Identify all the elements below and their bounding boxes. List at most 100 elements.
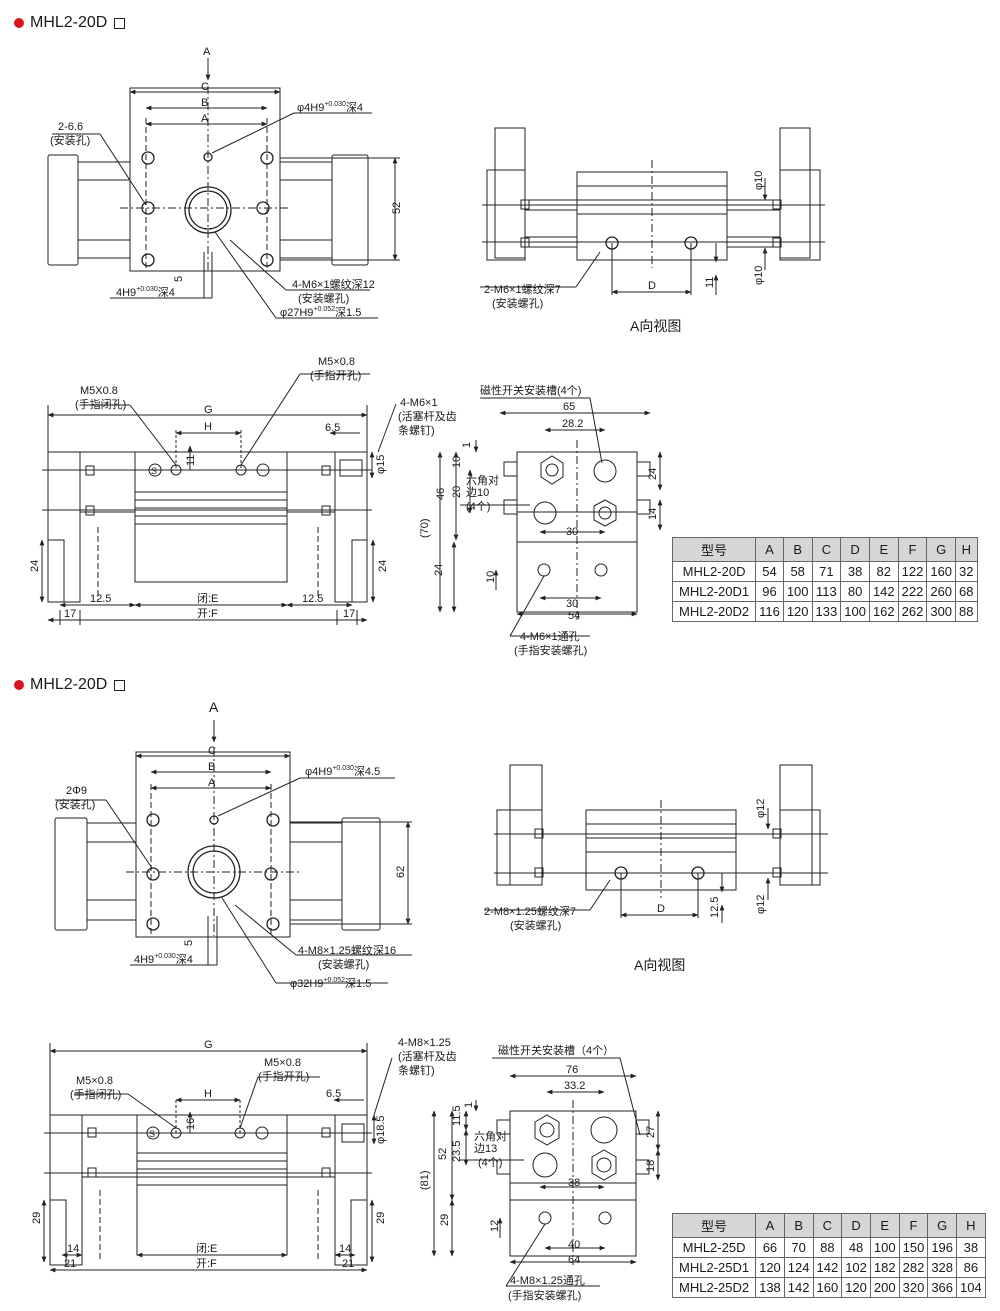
s2-dim-40: 40 [568,1239,580,1251]
s1-s-mark: S [151,466,157,476]
s1-bore-label: φ27H9+0.052深1.5 [280,306,361,319]
s1-close-e: 闭:E [197,592,218,605]
table-cell: 120 [755,1257,785,1278]
column-header: A [755,1213,785,1238]
s2-front-view [54,720,412,984]
s2-piston-screw-note1: (活塞杆及齿 [398,1049,457,1063]
square-symbol-icon [114,17,126,29]
column-header: 型号 [671,537,757,562]
s1-dim-12-5-left: 12.5 [90,593,111,605]
table-row: MHL2-25D 66 70 88 48 100 150 196 38 [671,1237,986,1258]
s2-dim-21-left: 21 [64,1258,76,1270]
s1-dim-17-right: 17 [343,608,355,620]
s2-close-hole: M5×0.8 [76,1075,113,1087]
s2-hex-label-2: 边13 [474,1142,497,1155]
table-row: MHL2-20D1 96 100 113 80 142 222 260 68 [671,581,978,602]
s2-dia-18-5: φ18.5 [375,1115,387,1144]
s1-dim-24-a: 24 [647,468,659,480]
s2-end-view [431,1057,661,1287]
s1-a-view [480,127,825,295]
s2-side-screw-note: (安装螺孔) [510,918,561,932]
table-cell: MHL2-25D [671,1237,757,1258]
section2-header: MHL2-20D [14,676,126,694]
s2-dim-14-left: 14 [67,1243,79,1255]
s1-dim-46: 46 [435,488,447,500]
s1-pin-hole-top: φ4H9+0.030深4 [297,101,363,114]
table-cell: 38 [840,561,870,582]
table-cell: MHL2-25D2 [671,1277,757,1298]
s1-dim-a: A [201,113,209,125]
s1-dim-30-a: 30 [566,526,578,538]
red-bullet-icon [14,680,24,690]
table-cell: 160 [812,1277,843,1298]
s2-mount-holes-note: (安装孔) [55,797,95,811]
s1-close-hole-note: (手指闭孔) [75,397,126,411]
s1-close-hole: M5X0.8 [80,385,118,397]
s2-dim-11-5: 11.5 [451,1105,463,1126]
s2-pin-hole-bottom: 4H9+0.030深4 [134,953,193,966]
column-header: A [755,537,784,562]
s1-side-dim-d: D [648,280,656,292]
s2-thru-hole-note: (手指安装螺孔) [508,1288,581,1302]
s1-dim-65: 65 [563,401,575,413]
s1-dim-54: 54 [568,610,580,622]
section2-title: MHL2-20D [30,676,108,693]
s1-end-view [437,397,663,637]
s2-dim-a: A [208,777,216,789]
column-header: F [898,1213,929,1238]
table-cell: 160 [926,561,957,582]
s1-dim-20: 20 [451,486,463,498]
column-header: E [869,1213,900,1238]
s1-hex-count: (4个) [466,500,490,513]
s2-piston-screw-note2: 条螺钉) [398,1063,435,1077]
s2-dim-29-right: 29 [375,1212,387,1224]
table-cell: 113 [811,581,842,602]
s1-dim-52: 52 [391,202,403,214]
column-header: B [783,1213,814,1238]
s2-dim-14-right: 14 [339,1243,351,1255]
s2-spec-table: 型号 A B C D E F G H MHL2-25D 66 70 88 48 … [671,1213,986,1298]
s1-pin-hole-bottom: 4H9+0.030深4 [116,286,175,299]
s2-dim-h: H [204,1088,212,1100]
s2-a-view-caption: A向视图 [634,957,685,973]
s2-dim-12: 12 [489,1220,501,1232]
s1-spec-table: 型号 A B C D E F G H MHL2-20D 54 58 71 38 … [671,537,978,622]
table-cell: 200 [869,1277,900,1298]
s1-lower-front [39,373,397,625]
table-cell: 122 [897,561,928,582]
table-cell: 133 [811,601,842,622]
column-header: H [956,1213,986,1238]
s1-dim-1: 1 [461,442,473,448]
table-cell: 120 [782,601,813,622]
s2-slot-label: 磁性开关安装槽（4个） [498,1043,614,1057]
s2-side-screw: 2-M8×1.25螺纹深7 [484,904,576,918]
table-cell: 116 [755,601,784,622]
s1-side-dia2: φ10 [753,266,765,285]
s1-dim-24-b: 24 [433,564,445,576]
s2-side-dia1: φ12 [755,799,767,818]
s1-dim-h: H [204,421,212,433]
s2-lower-front [41,1043,393,1273]
table-cell: 138 [755,1277,785,1298]
column-header: 型号 [671,1213,757,1238]
s2-dim-38: 38 [568,1177,580,1189]
s2-close-e: 闭:E [196,1242,217,1255]
table-cell: 104 [956,1277,986,1298]
table-cell: MHL2-25D1 [671,1257,757,1278]
s2-dim-52: 52 [437,1148,449,1160]
s2-dim-18: 18 [645,1160,657,1172]
table-cell: 328 [927,1257,958,1278]
s1-open-hole-note: (手指开孔) [310,368,361,382]
table-cell: 71 [811,561,842,582]
table-cell: 68 [955,581,978,602]
s1-open-f: 开:F [197,608,218,620]
table-cell: 260 [926,581,957,602]
table-cell: MHL2-20D [671,561,757,582]
s1-dim-70: (70) [419,518,431,538]
s2-dim-81: (81) [419,1170,431,1190]
s2-dim-27: 27 [645,1126,657,1138]
s2-s-mark: S [149,1129,155,1139]
table-cell: 120 [841,1277,871,1298]
column-header: F [897,537,928,562]
table-cell: MHL2-20D2 [671,601,757,622]
